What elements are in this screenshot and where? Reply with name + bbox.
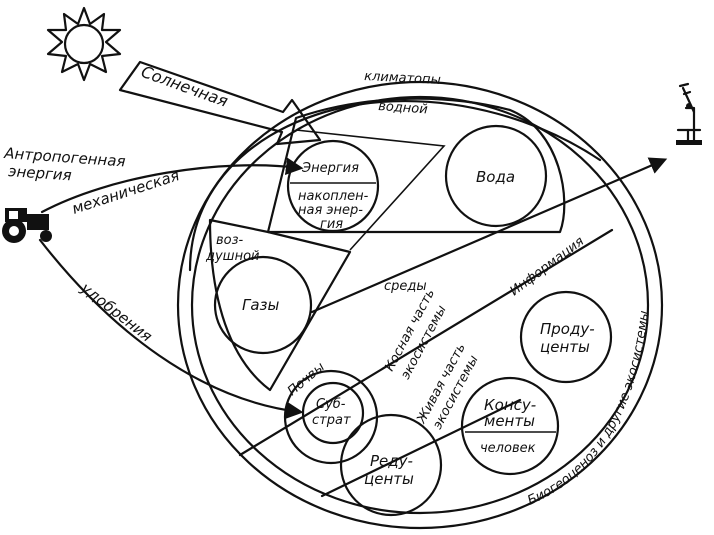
accumulated-energy-label-line1: накоплен- — [298, 189, 369, 204]
anthropogenic-label-line2: энергия — [8, 162, 73, 184]
water-circle — [444, 124, 548, 228]
sun-icon — [46, 6, 122, 82]
reducers-label-line2: центы — [364, 470, 414, 488]
reducers-circle — [339, 413, 443, 517]
consumers-circle — [460, 376, 560, 476]
substrate-label-line2: страт — [312, 413, 351, 428]
reducers-label-line1: Реду- — [370, 452, 413, 470]
gases-circle — [213, 255, 313, 355]
inert-part-region — [188, 100, 602, 272]
substrate-circle — [301, 381, 365, 445]
mechanical-energy-arrow — [40, 157, 304, 214]
water-label: Вода — [476, 168, 515, 186]
soils-label: Почвы — [285, 360, 328, 399]
information-label: Информация — [507, 234, 587, 299]
microscope-icon — [676, 82, 702, 145]
substrate-label-line1: Суб- — [316, 397, 346, 412]
media-label: среды — [384, 279, 427, 294]
tractor-icon — [2, 208, 52, 243]
accumulated-energy-label-line2: ная энер- — [298, 203, 363, 218]
producers-label-line2: центы — [540, 338, 590, 356]
solar-label: Солнечная — [139, 62, 231, 111]
human-label: человек — [480, 441, 536, 456]
air-environment-label-line2: душной — [205, 249, 259, 264]
inert-living-divider — [238, 228, 614, 457]
energy-sector — [295, 129, 446, 251]
fertilizers-arrow — [38, 238, 304, 420]
energy-circle — [286, 139, 380, 233]
gases-label: Газы — [242, 296, 280, 314]
consumers-label-line2: менты — [484, 412, 535, 430]
energy-label: Энергия — [301, 161, 359, 176]
accumulated-energy-label-line3: гия — [320, 217, 343, 232]
climatopes-label: климатопы — [364, 69, 441, 88]
producers-label-line1: Проду- — [540, 320, 595, 338]
fertilizers-label: удобрения — [77, 278, 156, 345]
air-environment-label-line1: воз- — [216, 233, 244, 248]
living-lower-divider — [320, 398, 522, 498]
water-environment-sector — [266, 97, 566, 234]
producers-circle — [519, 290, 613, 384]
solar-energy-arrow — [118, 60, 322, 146]
ecosystem-boundary — [176, 80, 664, 530]
climatopes-ring — [190, 95, 650, 515]
water-environment-label: водной — [378, 99, 428, 117]
consumers-label-line1: Консу- — [484, 396, 536, 414]
